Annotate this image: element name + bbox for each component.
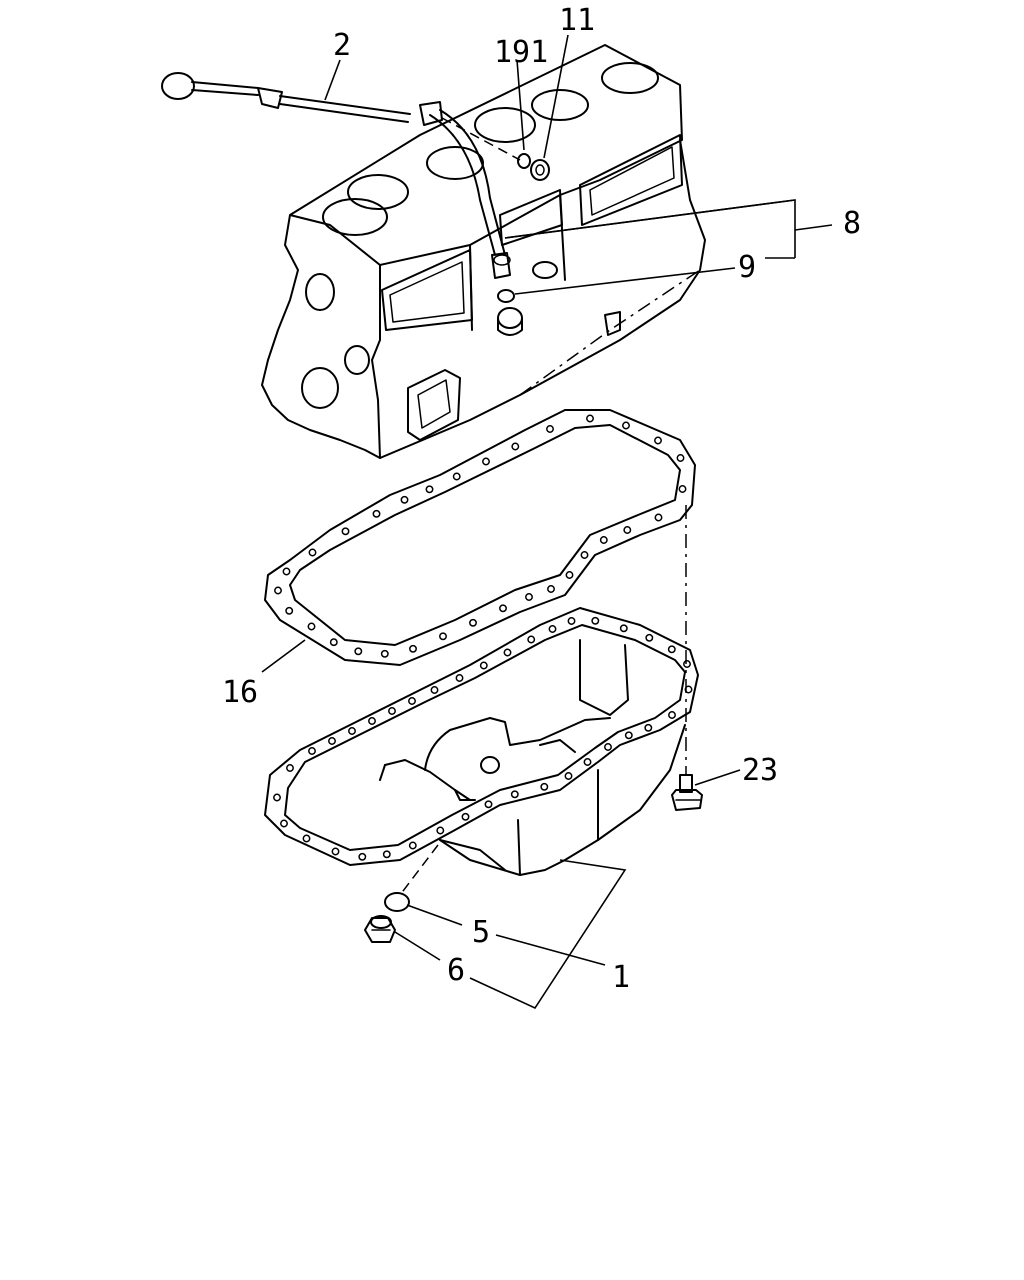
bolt-hole bbox=[408, 841, 417, 850]
bolt-hole bbox=[307, 622, 316, 631]
bolt-hole bbox=[654, 513, 663, 522]
bolt-hole bbox=[604, 743, 612, 751]
bolt-hole bbox=[280, 819, 288, 828]
bolt-hole bbox=[667, 645, 676, 654]
bolt-hole bbox=[580, 551, 589, 559]
drain-plug-washer-part-5 bbox=[384, 892, 410, 912]
bolt-hole bbox=[425, 485, 434, 494]
bolt-hole bbox=[400, 495, 409, 504]
gasket-bolt-holes bbox=[274, 414, 687, 658]
bolt-hole bbox=[372, 509, 381, 518]
callout-8: 8 bbox=[843, 206, 861, 241]
bolt-hole bbox=[548, 625, 557, 633]
callout-1: 1 bbox=[612, 960, 630, 995]
bolt-hole bbox=[285, 606, 294, 615]
bolt-hole bbox=[668, 711, 676, 719]
bolt-hole bbox=[676, 454, 685, 462]
bolt-hole bbox=[567, 617, 576, 625]
bolt-hole bbox=[331, 847, 340, 856]
bolt-hole bbox=[382, 850, 391, 859]
bolt-hole bbox=[622, 421, 630, 430]
bolt-hole bbox=[341, 527, 350, 536]
bolt-hole bbox=[583, 758, 592, 766]
bolt-hole bbox=[358, 852, 367, 861]
bolt-hole bbox=[510, 790, 519, 799]
dipstick-guide-tube bbox=[419, 101, 511, 279]
bolt-hole bbox=[380, 649, 389, 658]
drain-plug-part-6 bbox=[364, 915, 396, 943]
bolt-hole bbox=[479, 661, 488, 670]
bolt-hole bbox=[452, 472, 461, 481]
drain-plug-axis bbox=[399, 844, 439, 896]
bolt-hole bbox=[511, 442, 520, 451]
bolt-hole bbox=[328, 737, 336, 745]
bolt-hole bbox=[348, 727, 356, 735]
bolt-hole bbox=[678, 485, 687, 493]
callout-5: 5 bbox=[472, 915, 490, 950]
bolt-hole bbox=[547, 585, 555, 593]
bolt-hole bbox=[623, 526, 632, 534]
bolt-hole bbox=[645, 633, 654, 642]
bolt-hole bbox=[308, 747, 316, 755]
bolt-hole bbox=[624, 731, 633, 740]
bolt-hole bbox=[499, 604, 507, 613]
oil-pan-gasket bbox=[264, 409, 696, 666]
bolt-hole bbox=[282, 567, 291, 576]
bolt-hole bbox=[286, 764, 294, 772]
callout-9: 9 bbox=[738, 250, 756, 285]
bolt-hole bbox=[388, 707, 396, 715]
callout-16: 16 bbox=[222, 675, 258, 710]
engine-block bbox=[261, 44, 706, 459]
bolt-hole bbox=[439, 632, 447, 641]
bolt-hole bbox=[409, 644, 417, 653]
bolt-hole bbox=[274, 586, 282, 595]
tube-clip-part-191 bbox=[441, 117, 531, 169]
bolt-part-11 bbox=[530, 159, 550, 181]
bolt-hole bbox=[308, 548, 317, 557]
bolt-hole bbox=[436, 826, 445, 835]
bolt-hole bbox=[469, 618, 477, 627]
callout-leaders bbox=[261, 34, 833, 1010]
bolt-hole bbox=[408, 697, 416, 705]
bolt-hole bbox=[354, 647, 363, 656]
oil-dipstick bbox=[161, 72, 411, 123]
bolt-hole bbox=[368, 717, 376, 725]
bolt-hole bbox=[484, 800, 493, 809]
bolt-hole bbox=[525, 593, 533, 601]
bolt-hole bbox=[654, 436, 662, 445]
callout-191: 191 bbox=[494, 35, 548, 70]
bolt-hole bbox=[564, 772, 573, 780]
bolt-hole bbox=[546, 425, 554, 433]
bolt-hole bbox=[430, 686, 439, 694]
o-ring-part-9 bbox=[497, 289, 515, 303]
bolt-hole bbox=[461, 812, 470, 821]
bolt-hole bbox=[482, 457, 490, 466]
callout-23: 23 bbox=[742, 753, 778, 788]
bolt-hole bbox=[503, 648, 512, 657]
bolt-hole bbox=[619, 624, 628, 633]
bolt-hole bbox=[455, 674, 464, 682]
bolt-hole bbox=[644, 723, 653, 732]
callout-11: 11 bbox=[559, 3, 595, 38]
callout-6: 6 bbox=[447, 953, 465, 988]
bolt-hole bbox=[565, 571, 574, 579]
bolt-hole bbox=[591, 616, 600, 625]
bolt-hole bbox=[540, 782, 549, 791]
bolt-hole bbox=[302, 834, 311, 843]
callout-2: 2 bbox=[333, 28, 351, 63]
bolt-hole bbox=[329, 638, 338, 647]
bolt-hole bbox=[586, 414, 594, 423]
bolt-part-23 bbox=[671, 774, 703, 811]
bolt-hole bbox=[599, 536, 608, 544]
bolt-hole bbox=[683, 660, 691, 668]
bolt-hole bbox=[273, 793, 281, 802]
bolt-hole bbox=[527, 635, 536, 644]
oil-pan-flange-holes bbox=[273, 616, 693, 861]
